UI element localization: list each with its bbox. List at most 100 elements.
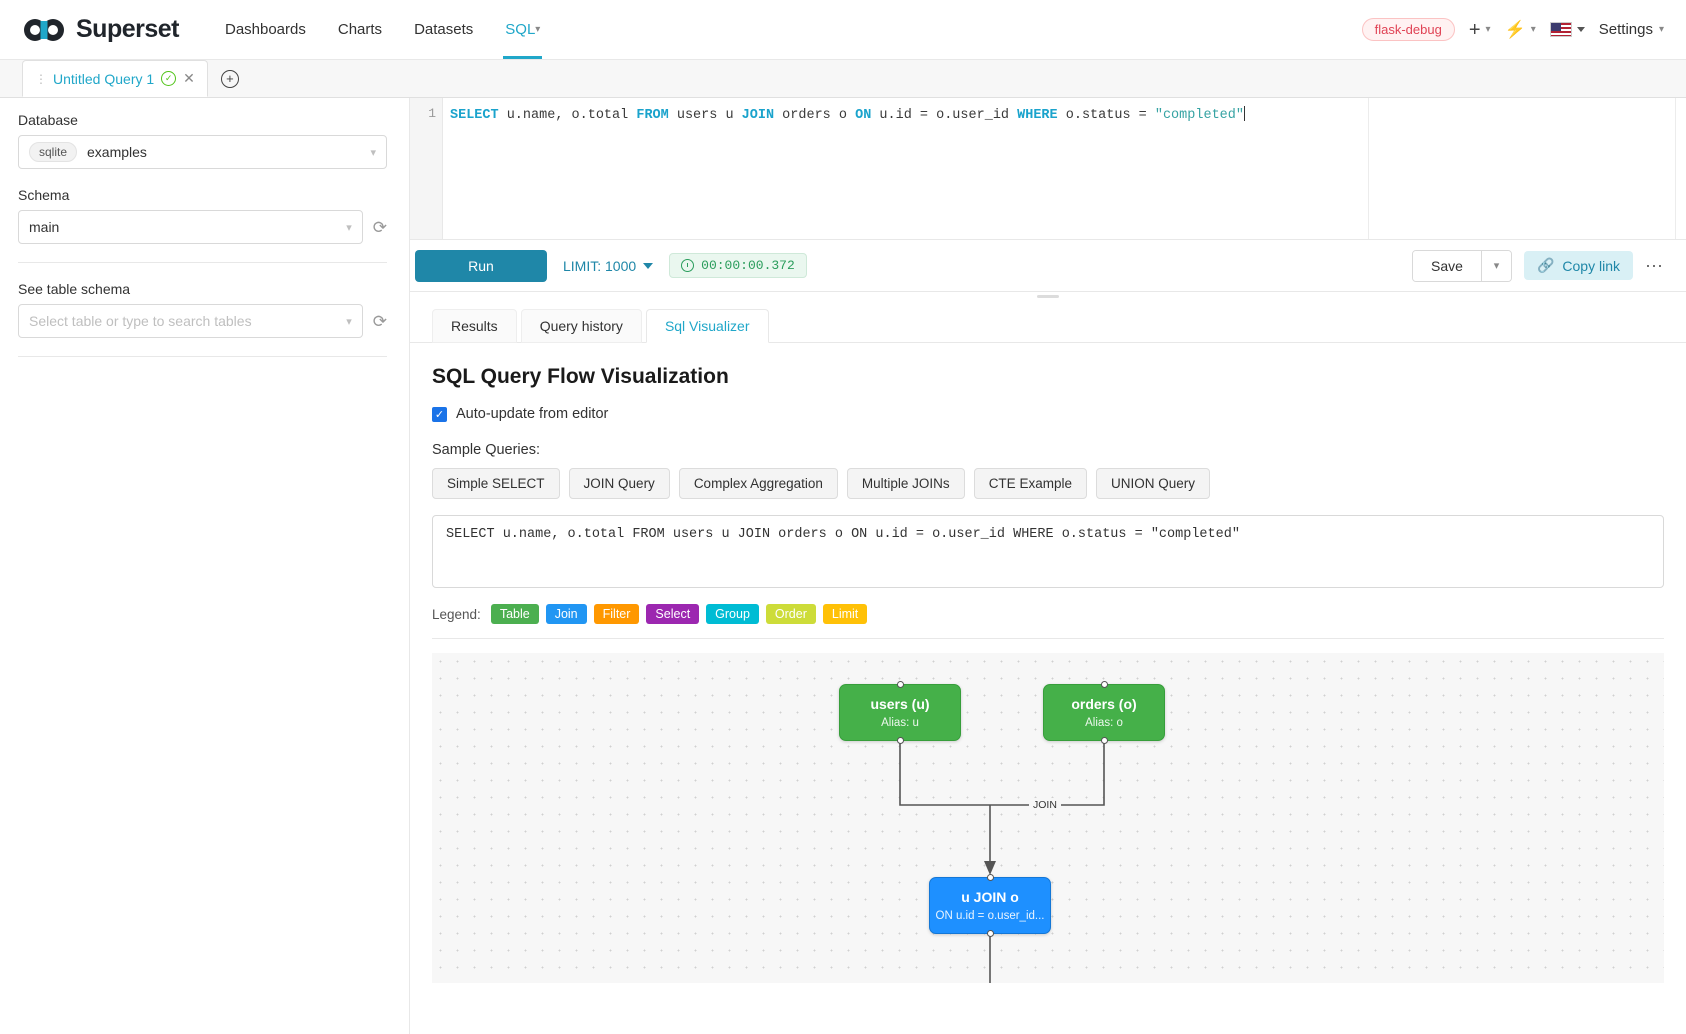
schema-select[interactable]: main ▾ <box>18 210 363 244</box>
tab-results[interactable]: Results <box>432 309 517 343</box>
refresh-schema-icon[interactable]: ⟳ <box>372 217 387 237</box>
flow-node-users[interactable]: users (u) Alias: u <box>839 681 961 744</box>
sample-button-multiple-joins[interactable]: Multiple JOINs <box>846 468 965 499</box>
tab-sql-visualizer[interactable]: Sql Visualizer <box>645 309 769 343</box>
legend-badge-limit: Limit <box>822 604 868 624</box>
legend-badge-select: Select <box>646 604 700 624</box>
panel-resize-handle[interactable] <box>410 292 1686 301</box>
save-button-group: Save ▾ <box>1412 249 1512 282</box>
query-timer-value: 00:00:00.372 <box>701 258 795 273</box>
visualizer-sql-input[interactable] <box>432 515 1664 588</box>
sample-button-simple-select[interactable]: Simple SELECT <box>432 468 560 499</box>
table-schema-field-group: See table schema Select table or type to… <box>18 281 387 338</box>
plus-icon: + <box>1468 18 1481 41</box>
tab-query-history[interactable]: Query history <box>520 309 642 343</box>
copy-link-button[interactable]: 🔗 Copy link <box>1523 251 1633 280</box>
main-nav-links: Dashboards Charts Datasets SQL ▾ <box>209 0 556 59</box>
nav-link-sql-label: SQL <box>505 21 536 38</box>
query-tab-label: Untitled Query 1 <box>53 70 155 87</box>
close-icon[interactable]: ✕ <box>183 70 195 86</box>
add-query-tab-button[interactable]: + <box>207 60 252 97</box>
node-handle-top[interactable] <box>1100 681 1108 688</box>
database-engine-badge: sqlite <box>29 142 78 162</box>
node-handle-top[interactable] <box>986 874 994 881</box>
query-tab-bar: ⋮ Untitled Query 1 ✓ ✕ + <box>0 60 1686 98</box>
table-select-placeholder: Select table or type to search tables <box>29 313 252 329</box>
database-value: examples <box>87 144 147 160</box>
chevron-down-icon: ▾ <box>1658 24 1664 35</box>
database-select[interactable]: sqlite examples ▾ <box>18 135 387 169</box>
sql-text-2: users u <box>668 108 742 123</box>
check-circle-icon: ✓ <box>161 71 177 86</box>
main-body: Database sqlite examples ▾ Schema main ▾… <box>0 98 1686 1034</box>
sidebar-divider <box>18 262 387 263</box>
sample-button-join-query[interactable]: JOIN Query <box>568 468 670 499</box>
flow-node-subtitle: Alias: u <box>881 717 919 729</box>
database-field-group: Database sqlite examples ▾ <box>18 112 387 169</box>
query-tab-untitled-query-1[interactable]: ⋮ Untitled Query 1 ✓ ✕ <box>22 60 208 97</box>
sample-button-union-query[interactable]: UNION Query <box>1095 468 1210 499</box>
editor-line-number: 1 <box>428 106 436 121</box>
node-handle-bottom[interactable] <box>896 737 904 744</box>
legend-badge-group: Group <box>706 604 759 624</box>
sql-visualizer-panel: SQL Query Flow Visualization ✓ Auto-upda… <box>410 343 1686 1034</box>
settings-menu[interactable]: Settings ▾ <box>1599 21 1664 38</box>
node-handle-top[interactable] <box>896 681 904 688</box>
sql-code-editor[interactable]: 1 SELECT u.name, o.total FROM users u JO… <box>410 98 1686 240</box>
flow-node-subtitle: ON u.id = o.user_id... <box>935 910 1045 922</box>
resize-grip-icon <box>1037 295 1059 298</box>
run-button[interactable]: Run <box>415 249 547 282</box>
nav-link-sql[interactable]: SQL ▾ <box>489 0 556 59</box>
more-options-icon[interactable]: ⋯ <box>1645 255 1664 276</box>
query-workspace: 1 SELECT u.name, o.total FROM users u JO… <box>410 98 1686 1034</box>
new-item-button[interactable]: + ▾ <box>1469 20 1491 40</box>
nav-link-charts[interactable]: Charts <box>337 21 383 38</box>
caret-down-icon <box>643 262 654 269</box>
lightning-bolt-icon: ⚡ <box>1504 20 1526 39</box>
flow-edges <box>899 741 1105 983</box>
table-select[interactable]: Select table or type to search tables ▾ <box>18 304 363 338</box>
nav-link-datasets[interactable]: Datasets <box>414 21 474 38</box>
refresh-tables-icon[interactable]: ⟳ <box>372 311 387 331</box>
flow-node-subtitle: Alias: o <box>1085 717 1123 729</box>
language-selector[interactable] <box>1549 22 1585 37</box>
limit-label: LIMIT: 1000 <box>563 257 637 274</box>
sql-keyword-join: JOIN <box>741 108 775 123</box>
sidebar-divider-2 <box>18 356 387 357</box>
chevron-down-icon: ▾ <box>535 24 541 35</box>
auto-update-checkbox[interactable]: ✓ <box>432 406 447 422</box>
schema-field-group: Schema main ▾ ⟳ <box>18 187 387 244</box>
editor-code-line: SELECT u.name, o.total FROM users u JOIN… <box>450 106 1678 123</box>
link-icon: 🔗 <box>1536 257 1555 273</box>
legend-badge-join: Join <box>545 604 587 624</box>
nav-link-dashboards[interactable]: Dashboards <box>224 21 306 38</box>
legend-badge-order: Order <box>765 604 816 624</box>
save-dropdown-button[interactable]: ▾ <box>1480 250 1511 281</box>
sample-button-cte-example[interactable]: CTE Example <box>973 468 1087 499</box>
nav-right-group: flask-debug + ▾ ⚡ ▾ Settings ▾ <box>1361 18 1664 41</box>
auto-update-row: ✓ Auto-update from editor <box>432 406 1664 422</box>
editor-column-guide <box>1368 98 1369 239</box>
flow-node-orders[interactable]: orders (o) Alias: o <box>1043 681 1165 744</box>
sample-queries-label: Sample Queries: <box>432 442 540 458</box>
bolt-menu-button[interactable]: ⚡ ▾ <box>1505 21 1536 38</box>
node-handle-bottom[interactable] <box>1100 737 1108 744</box>
flow-node-join[interactable]: u JOIN o ON u.id = o.user_id... <box>929 874 1051 937</box>
toolbar-right-group: Save ▾ 🔗 Copy link ⋯ <box>1412 249 1664 282</box>
save-button[interactable]: Save <box>1413 250 1481 281</box>
sample-button-complex-aggregation[interactable]: Complex Aggregation <box>678 468 838 499</box>
flow-diagram-canvas[interactable]: users (u) Alias: u orders (o) Alias: o u… <box>432 653 1664 983</box>
flow-node-title: u JOIN o <box>961 889 1019 905</box>
editor-toolbar: Run LIMIT: 1000 00:00:00.372 Save ▾ 🔗 C <box>410 240 1686 292</box>
limit-dropdown[interactable]: LIMIT: 1000 <box>563 257 654 274</box>
node-handle-bottom[interactable] <box>986 930 994 937</box>
legend-badge-filter: Filter <box>593 604 640 624</box>
schema-value: main <box>29 219 60 235</box>
chevron-down-icon: ▾ <box>1485 24 1491 35</box>
sample-query-buttons: Simple SELECT JOIN Query Complex Aggrega… <box>432 468 1664 499</box>
drag-handle-icon[interactable]: ⋮ <box>35 71 47 86</box>
copy-link-label: Copy link <box>1562 257 1620 274</box>
settings-label: Settings <box>1598 21 1653 38</box>
chevron-down-icon: ▾ <box>1493 260 1500 272</box>
superset-logo[interactable]: Superset <box>22 15 179 44</box>
